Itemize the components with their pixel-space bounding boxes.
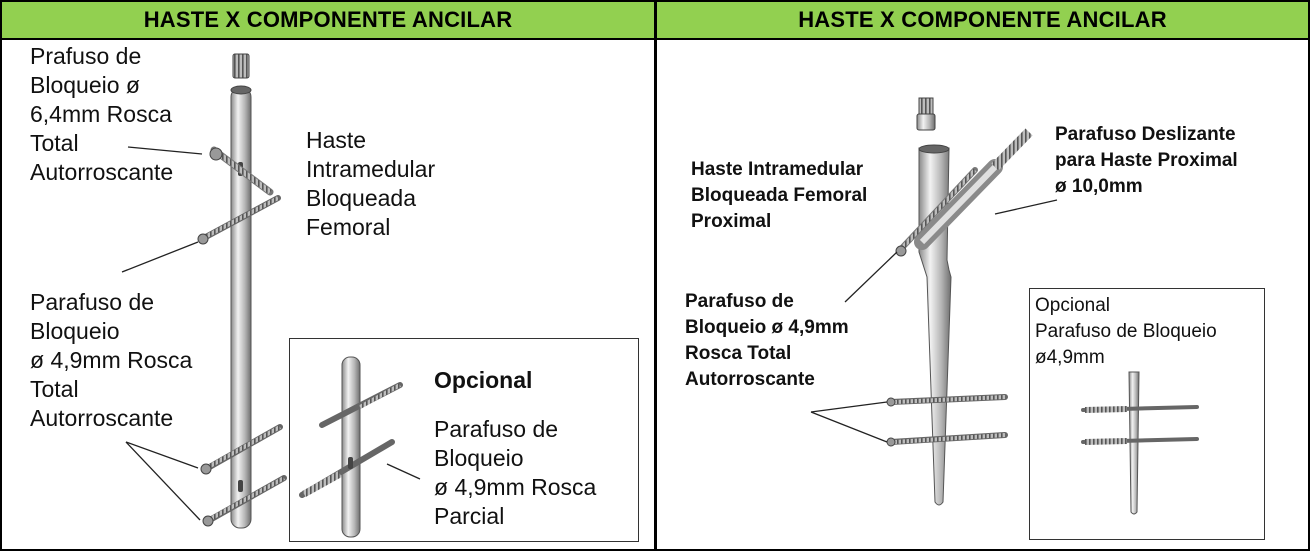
optional-title: Opcional — [434, 367, 533, 393]
set-screw — [232, 53, 250, 79]
optional-text: Parafuso de Bloqueio ø 4,9mm Rosca Parci… — [434, 416, 597, 529]
distal-screw-2 — [886, 432, 1008, 447]
top-oblique-screw — [209, 146, 274, 196]
label-locking-screw: Parafuso de Bloqueio ø 4,9mm Rosca Total… — [30, 289, 193, 431]
set-screw — [916, 97, 936, 131]
distal-screw-2 — [202, 475, 287, 527]
right-illustration — [810, 97, 1199, 515]
label-locking-screw: Parafuso de Bloqueio ø 4,9mm Rosca Total… — [685, 291, 849, 390]
distal-screw-1 — [200, 424, 283, 475]
label-sliding-screw: Parafuso Deslizante para Haste Proximal … — [1055, 124, 1238, 197]
leader-lines — [810, 199, 1058, 443]
label-nail: Haste Intramedular Bloqueada Femoral Pro… — [691, 159, 868, 232]
optional-box — [289, 338, 639, 542]
panel-right-header: HASTE X COMPONENTE ANCILAR — [657, 2, 1308, 40]
proximal-locking-screw — [197, 195, 281, 245]
left-illustration — [121, 53, 421, 538]
optional-box-illustration — [299, 356, 403, 538]
optional-text: Opcional Parafuso de Bloqueio ø4,9mm — [1035, 295, 1217, 368]
oblique-locking-screw — [895, 167, 978, 257]
panel-left-header: HASTE X COMPONENTE ANCILAR — [2, 2, 654, 40]
panel-right: HASTE X COMPONENTE ANCILAR — [655, 0, 1310, 551]
sliding-screw — [914, 128, 1033, 250]
leader-lines — [121, 146, 421, 521]
label-nail: Haste Intramedular Bloqueada Femoral — [306, 127, 436, 240]
optional-box — [1029, 288, 1265, 540]
panel-left: HASTE X COMPONENTE ANCILAR — [0, 0, 656, 551]
distal-screw-1 — [886, 394, 1008, 407]
optional-box-illustration — [1081, 371, 1199, 515]
intramedullary-nail — [230, 85, 252, 529]
label-top-screw: Prafuso de Bloqueio ø 6,4mm Rosca Total … — [30, 43, 174, 185]
